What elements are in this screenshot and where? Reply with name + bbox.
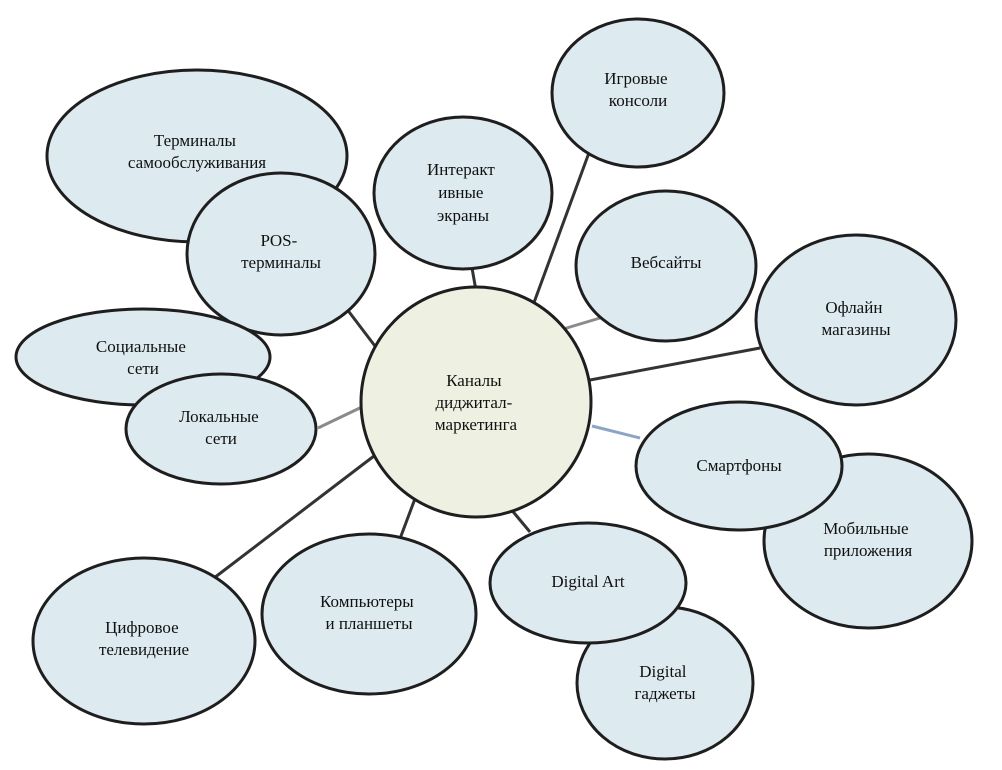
bubble-websites xyxy=(574,189,758,343)
label-digital-tv: Цифровое телевидение xyxy=(99,618,189,659)
label-game-consoles: Игровые консоли xyxy=(604,69,672,110)
label-digital-art: Digital Art xyxy=(551,572,624,591)
label-computers-tablets: Компьютеры и планшеты xyxy=(320,592,418,633)
connector-local-networks xyxy=(317,404,365,430)
label-social-networks: Социальные сети xyxy=(96,337,190,378)
bubble-smartphones xyxy=(634,400,844,532)
label-terminals-self-service: Терминалы самообслуживания xyxy=(128,131,266,172)
bubble-digital-tv xyxy=(31,556,257,726)
label-digital-gadgets: Digital гаджеты xyxy=(634,662,696,703)
bubble-interactive-screens xyxy=(372,115,554,271)
node-smartphones: Смартфоны xyxy=(634,400,844,532)
bubble-digital-art xyxy=(488,521,688,645)
bubble-pos-terminals xyxy=(185,171,377,337)
node-pos-terminals: POS- терминалы xyxy=(185,171,377,337)
node-game-consoles: Игровые консоли xyxy=(550,17,726,169)
bubble-center xyxy=(359,285,593,519)
label-offline-stores: Офлайн магазины xyxy=(821,298,891,339)
node-digital-tv: Цифровое телевидение xyxy=(31,556,257,726)
label-mobile-apps: Мобильные приложения xyxy=(823,519,913,560)
bubble-computers-tablets xyxy=(260,532,478,696)
label-interactive-screens: Интеракт ивные экраны xyxy=(427,160,499,225)
node-computers-tablets: Компьютеры и планшеты xyxy=(260,532,478,696)
connector-offline-stores xyxy=(589,346,761,382)
connector-computers-tablets xyxy=(396,495,418,545)
node-digital-art: Digital Art xyxy=(488,521,688,645)
connector-websites xyxy=(559,316,601,332)
node-offline-stores: Офлайн магазины xyxy=(754,233,958,407)
node-digital-gadgets: Digital гаджеты xyxy=(575,605,755,761)
bubble-local-networks xyxy=(124,372,318,486)
bubble-game-consoles xyxy=(550,17,726,169)
node-local-networks: Локальные сети xyxy=(124,372,318,486)
bubble-offline-stores xyxy=(754,233,958,407)
label-local-networks: Локальные сети xyxy=(179,407,263,448)
connector-digital-tv xyxy=(213,454,375,580)
connector-game-consoles xyxy=(530,149,592,309)
label-center: Каналы диджитал- маркетинга xyxy=(435,371,518,434)
connector-smartphones xyxy=(591,424,641,440)
node-interactive-screens: Интеракт ивные экраны xyxy=(372,115,554,271)
node-center: Каналы диджитал- маркетинга xyxy=(359,285,593,519)
label-smartphones: Смартфоны xyxy=(696,456,782,475)
label-websites: Вебсайты xyxy=(631,253,702,272)
label-pos-terminals: POS- терминалы xyxy=(241,231,321,272)
node-websites: Вебсайты xyxy=(574,189,758,343)
